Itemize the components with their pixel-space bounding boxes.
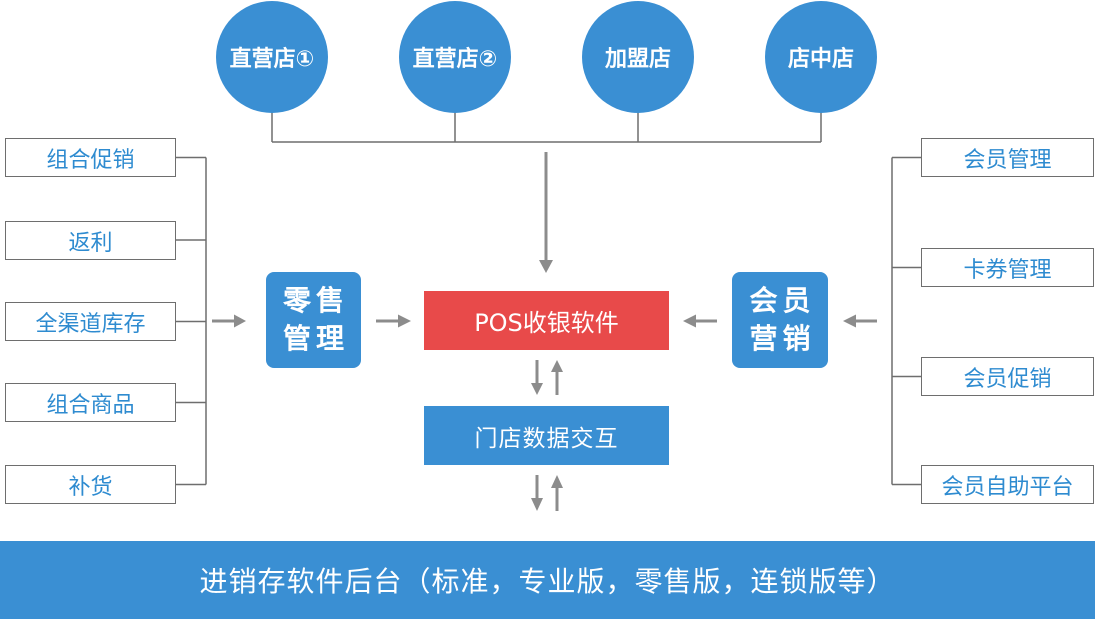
arrow-member-to-pos bbox=[683, 314, 717, 328]
store-label: 店中店 bbox=[787, 47, 854, 72]
feature-label: 补货 bbox=[68, 474, 113, 500]
left-feature-box: 组合商品 bbox=[5, 383, 176, 422]
feature-label: 组合商品 bbox=[46, 392, 135, 418]
arrows bbox=[212, 152, 877, 511]
feature-label: 会员促销 bbox=[963, 366, 1052, 392]
arrow-left-features-to-retail bbox=[212, 314, 246, 328]
arrow-backend-to-exchange-up bbox=[551, 475, 563, 511]
right-feature-box: 卡券管理 bbox=[921, 248, 1094, 287]
left-feature-box: 组合促销 bbox=[5, 138, 176, 177]
left-feature-box: 全渠道库存 bbox=[5, 302, 176, 341]
member-marketing-node: 会员 营销 bbox=[732, 272, 828, 368]
left-feature-connectors bbox=[176, 156, 207, 486]
store-label: 直营店① bbox=[229, 47, 315, 72]
feature-label: 会员管理 bbox=[963, 147, 1052, 173]
store-label: 直营店② bbox=[412, 47, 498, 72]
right-feature-connectors bbox=[891, 156, 921, 486]
module-label-line-1: 零售 bbox=[282, 284, 349, 317]
arrow-exchange-to-backend-down bbox=[531, 475, 543, 511]
arrow-right-features-to-member bbox=[843, 314, 877, 328]
retail-management-node: 零售 管理 bbox=[266, 272, 361, 368]
arrow-stores-to-pos bbox=[539, 152, 553, 273]
left-feature-box: 返利 bbox=[5, 221, 176, 260]
arrow-exchange-to-pos-up bbox=[551, 360, 563, 395]
left-feature-box: 补货 bbox=[5, 465, 176, 504]
feature-label: 卡券管理 bbox=[963, 257, 1052, 283]
backend-banner: 进销存软件后台（标准，专业版，零售版，连锁版等） bbox=[0, 541, 1095, 619]
module-label-line-2: 管理 bbox=[282, 322, 349, 355]
feature-label: 全渠道库存 bbox=[35, 311, 146, 337]
module-label-line-1: 会员 bbox=[749, 284, 816, 317]
arrow-retail-to-pos bbox=[376, 314, 411, 328]
arrow-pos-to-exchange-down bbox=[531, 360, 543, 395]
store-node-direct-1: 直营店① bbox=[216, 1, 328, 113]
store-node-franchise: 加盟店 bbox=[582, 1, 694, 113]
store-label: 加盟店 bbox=[604, 47, 671, 72]
backend-label: 进销存软件后台（标准，专业版，零售版，连锁版等） bbox=[199, 565, 896, 598]
right-feature-box: 会员管理 bbox=[921, 138, 1094, 177]
feature-label: 返利 bbox=[68, 230, 113, 256]
pos-software-node: POS收银软件 bbox=[424, 291, 669, 350]
feature-label: 组合促销 bbox=[46, 147, 135, 173]
store-node-direct-2: 直营店② bbox=[399, 1, 511, 113]
exchange-label: 门店数据交互 bbox=[474, 425, 619, 452]
store-connectors bbox=[271, 112, 822, 143]
store-data-exchange-node: 门店数据交互 bbox=[424, 406, 669, 465]
right-feature-box: 会员自助平台 bbox=[921, 465, 1094, 504]
store-node-shop-in-shop: 店中店 bbox=[765, 1, 877, 113]
pos-label: POS收银软件 bbox=[474, 309, 619, 337]
module-label-line-2: 营销 bbox=[749, 322, 816, 355]
feature-label: 会员自助平台 bbox=[941, 474, 1074, 500]
right-feature-box: 会员促销 bbox=[921, 357, 1094, 396]
